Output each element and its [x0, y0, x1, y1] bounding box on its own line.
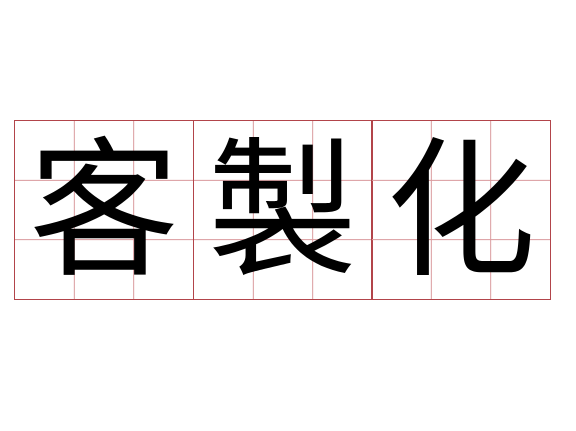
character-glyph: 客	[28, 125, 179, 299]
character-grid: 客 製 化	[14, 120, 554, 300]
grid-cell-1: 客	[14, 120, 194, 300]
grid-guides-icon	[372, 121, 550, 299]
grid-guides-icon	[15, 121, 193, 299]
grid-cell-3: 化	[371, 120, 551, 300]
grid-guides-icon	[193, 121, 372, 299]
grid-cell-2: 製	[192, 120, 373, 300]
character-glyph: 製	[207, 125, 358, 299]
character-glyph: 化	[385, 125, 536, 299]
